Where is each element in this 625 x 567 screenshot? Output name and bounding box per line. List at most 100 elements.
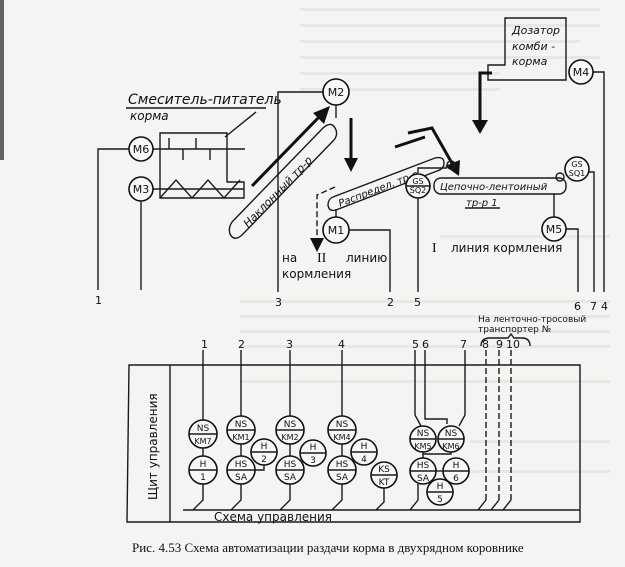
arrow-down-icon xyxy=(344,158,358,172)
svg-text:2: 2 xyxy=(238,338,245,351)
svg-text:корма: корма xyxy=(512,55,548,68)
svg-text:KM5: KM5 xyxy=(414,442,431,451)
svg-text:6: 6 xyxy=(422,338,429,351)
svg-text:9: 9 xyxy=(496,338,503,351)
svg-text:KM1: KM1 xyxy=(232,433,249,442)
svg-text:SA: SA xyxy=(417,474,430,484)
svg-text:HS: HS xyxy=(417,461,430,471)
svg-text:SQ2: SQ2 xyxy=(410,186,426,195)
transport-note-2: транспортер № xyxy=(478,325,551,335)
svg-text:4: 4 xyxy=(338,338,345,351)
wire-num-2: 2 xyxy=(387,296,394,309)
panel-bottom-label: Схема управления xyxy=(214,510,332,524)
svg-text:HS: HS xyxy=(284,460,297,470)
svg-text:M3: M3 xyxy=(133,183,150,196)
svg-text:6: 6 xyxy=(453,474,459,484)
mixer-label: Смеситель-питатель xyxy=(128,92,282,108)
arrow-up-icon xyxy=(313,106,330,124)
svg-text:10: 10 xyxy=(506,338,520,351)
svg-text:1: 1 xyxy=(200,473,206,483)
panel-side-label: Щит управления xyxy=(146,393,160,500)
svg-text:NS: NS xyxy=(417,429,430,439)
wire-num-5: 5 xyxy=(414,296,421,309)
svg-text:NS: NS xyxy=(197,424,210,434)
svg-text:7: 7 xyxy=(460,338,467,351)
transport-note-1: На ленточно-тросовый xyxy=(478,315,586,325)
svg-text:NS: NS xyxy=(336,420,349,430)
wire-num-6: 6 xyxy=(574,300,581,313)
to-line2-prefix: на xyxy=(282,251,297,265)
svg-text:3: 3 xyxy=(310,456,316,466)
svg-text:1: 1 xyxy=(201,338,208,351)
svg-text:4: 4 xyxy=(361,455,367,465)
panel-group-1: NS KM7 H 1 xyxy=(188,419,218,511)
mixer-label-2: корма xyxy=(130,109,169,123)
svg-text:Цепочно-лентоиный: Цепочно-лентоиный xyxy=(440,182,548,193)
svg-text:Дозатор: Дозатор xyxy=(511,24,560,37)
panel-group-5: NS KM5 NS KM6 HS SA H 6 H 5 xyxy=(409,414,470,511)
background-texture xyxy=(0,0,610,473)
svg-text:SA: SA xyxy=(336,473,349,483)
arrow-down-doser-icon xyxy=(472,120,488,134)
motor-m2: M2 xyxy=(322,78,350,106)
svg-text:H: H xyxy=(261,442,268,452)
svg-text:5: 5 xyxy=(412,338,419,351)
panel-group-2: NS KM1 H 2 HS SA xyxy=(226,415,278,511)
panel-group-3: NS KM2 H 3 HS SA xyxy=(275,415,327,511)
mixer-feeder xyxy=(150,132,245,200)
motor-m6: M6 xyxy=(128,136,154,162)
svg-text:HS: HS xyxy=(235,460,248,470)
svg-text:H: H xyxy=(310,443,317,453)
svg-text:SA: SA xyxy=(235,473,248,483)
svg-text:5: 5 xyxy=(437,495,443,505)
svg-text:NS: NS xyxy=(284,420,297,430)
to-line2-word2: кормления xyxy=(282,267,351,281)
panel-wire-numbers: 1 2 3 4 5 6 7 8 9 10 xyxy=(201,338,520,351)
svg-text:2: 2 xyxy=(261,455,267,465)
sensor-gs-sq2: GS SQ2 xyxy=(405,173,431,199)
chain-belt-conveyor: Цепочно-лентоиный тр-р 1 xyxy=(433,177,567,209)
svg-text:M4: M4 xyxy=(573,66,590,79)
svg-text:GS: GS xyxy=(412,177,423,186)
svg-text:H: H xyxy=(437,482,444,492)
svg-text:SQ1: SQ1 xyxy=(569,169,585,178)
feed-doser: Дозатор комби - корма xyxy=(487,17,567,81)
line1-roman: I xyxy=(432,241,437,256)
panel-group-4: NS KM4 H 4 HS SA KS KT xyxy=(327,415,398,511)
wire-num-4: 4 xyxy=(601,300,608,313)
svg-text:HS: HS xyxy=(336,460,349,470)
svg-text:3: 3 xyxy=(286,338,293,351)
svg-text:NS: NS xyxy=(235,420,248,430)
svg-text:KM6: KM6 xyxy=(442,442,459,451)
svg-text:NS: NS xyxy=(445,429,458,439)
arrow-chain-icon xyxy=(445,160,460,176)
svg-text:KM7: KM7 xyxy=(194,437,211,446)
wire-num-1: 1 xyxy=(95,294,102,307)
wire-num-7: 7 xyxy=(590,300,597,313)
svg-text:тр-р 1: тр-р 1 xyxy=(466,198,498,209)
svg-text:SA: SA xyxy=(284,473,297,483)
figure-caption: Рис. 4.53 Схема автоматизации раздачи ко… xyxy=(132,540,524,555)
motor-m1: M1 xyxy=(322,216,350,244)
svg-text:комби -: комби - xyxy=(512,40,555,53)
svg-text:M6: M6 xyxy=(133,143,150,156)
svg-text:GS: GS xyxy=(571,160,582,169)
motor-m5: M5 xyxy=(541,216,567,242)
svg-text:KS: KS xyxy=(378,465,390,475)
svg-text:KM4: KM4 xyxy=(333,433,350,442)
svg-text:KT: KT xyxy=(379,478,390,488)
svg-text:8: 8 xyxy=(482,338,489,351)
motor-m3: M3 xyxy=(128,176,154,202)
to-line2-roman: II xyxy=(317,251,327,266)
svg-text:H: H xyxy=(200,460,207,470)
svg-text:KM2: KM2 xyxy=(281,433,298,442)
arrow-down-dashed-icon xyxy=(310,238,324,252)
svg-text:M5: M5 xyxy=(546,223,563,236)
svg-text:M1: M1 xyxy=(328,224,345,237)
line1-text: линия кормления xyxy=(451,241,562,255)
svg-text:H: H xyxy=(361,442,368,452)
to-line2-word: линию xyxy=(346,251,387,265)
wire-num-3: 3 xyxy=(275,296,282,309)
motor-m4: M4 xyxy=(568,59,594,85)
